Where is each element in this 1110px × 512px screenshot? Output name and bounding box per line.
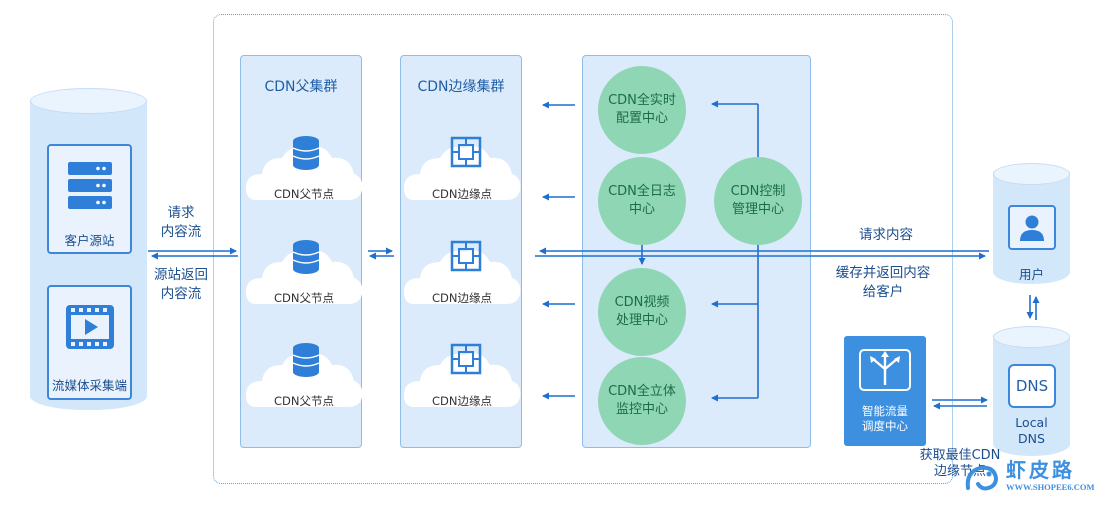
- edge-node: CDN边缘点: [402, 335, 522, 417]
- center-line-2: 监控中心: [615, 402, 668, 417]
- center-line-1: CDN全实时: [608, 93, 676, 108]
- local-dns-line-2: DNS: [1018, 431, 1045, 446]
- stream-capture-tile: 流媒体采集端: [47, 285, 132, 400]
- log-center: CDN全日志中心: [598, 157, 686, 245]
- cache-return-label: 缓存并返回内容 给客户: [818, 264, 948, 302]
- parent-node: CDN父节点: [244, 128, 364, 210]
- center-line-2: 处理中心: [615, 313, 668, 328]
- scheduler-label: 智能流量 调度中心: [844, 404, 926, 434]
- stream-capture-label: 流媒体采集端: [51, 378, 127, 393]
- dns-icon-text: DNS: [1015, 377, 1049, 395]
- request-line-2: 内容流: [160, 224, 202, 240]
- request-content-flow-label: 请求 内容流: [150, 204, 212, 242]
- cloud-database-icon: [246, 136, 363, 200]
- best-edge-line-2: 边缘节点: [933, 464, 986, 479]
- video-player-icon: [66, 305, 114, 349]
- edge-node-label: CDN边缘点: [432, 394, 492, 408]
- center-line-1: CDN全立体: [608, 384, 676, 399]
- center-line-1: CDN控制: [730, 184, 786, 199]
- cloud-edge-icon: [404, 343, 521, 407]
- edge-node: CDN边缘点: [402, 232, 522, 314]
- parent-node-label: CDN父节点: [274, 394, 334, 408]
- user-icon: [1020, 215, 1044, 241]
- request-line-1: 请求: [167, 205, 195, 221]
- parent-cluster-title: CDN父集群: [264, 79, 338, 95]
- scheduler-line-2: 调度中心: [862, 419, 908, 433]
- cache-return-line-1: 缓存并返回内容: [835, 265, 931, 281]
- user-label: 用户: [1018, 267, 1044, 282]
- dns-cylinder-top: [993, 326, 1070, 348]
- origin-cylinder-top: [30, 88, 147, 114]
- realtime-config-center: CDN全实时配置中心: [598, 66, 686, 154]
- cdn-system-frame: [213, 14, 953, 484]
- origin-server-label: 客户源站: [64, 233, 115, 248]
- user-cylinder-top: [993, 163, 1070, 185]
- local-dns-line-1: Local: [1015, 415, 1048, 430]
- dns-icon: DNS: [1008, 364, 1056, 408]
- center-line-2: 配置中心: [615, 111, 668, 126]
- cloud-edge-icon: [404, 240, 521, 304]
- scheduler-line-1: 智能流量: [862, 404, 908, 418]
- edge-node-label: CDN边缘点: [432, 187, 492, 201]
- monitoring-center: CDN全立体监控中心: [598, 357, 686, 445]
- video-processing-center: CDN视频处理中心: [598, 268, 686, 356]
- routing-arrows-icon: [859, 349, 911, 391]
- center-line-1: CDN全日志: [608, 184, 676, 199]
- return-line-1: 源站返回: [154, 267, 208, 283]
- traffic-scheduler-box: 智能流量 调度中心: [844, 336, 926, 446]
- origin-server-tile: 客户源站: [47, 144, 132, 254]
- local-dns-label: Local DNS: [993, 415, 1070, 447]
- server-icon: [68, 162, 112, 209]
- cloud-edge-icon: [404, 136, 521, 200]
- edge-cluster-title: CDN边缘集群: [417, 79, 505, 95]
- parent-node: CDN父节点: [244, 335, 364, 417]
- return-line-2: 内容流: [160, 286, 202, 302]
- parent-node-label: CDN父节点: [274, 291, 334, 305]
- best-edge-line-1: 获取最佳CDN: [919, 448, 1001, 463]
- center-line-1: CDN视频: [614, 295, 670, 310]
- center-line-2: 管理中心: [731, 202, 784, 217]
- parent-node: CDN父节点: [244, 232, 364, 314]
- request-content-label: 请求内容: [859, 227, 913, 243]
- control-management-center: CDN控制管理中心: [714, 157, 802, 245]
- parent-node-label: CDN父节点: [274, 187, 334, 201]
- cloud-database-icon: [246, 240, 363, 304]
- edge-node-label: CDN边缘点: [432, 291, 492, 305]
- center-line-2: 中心: [628, 202, 655, 217]
- watermark-brand: 虾皮路: [1006, 458, 1075, 482]
- edge-node: CDN边缘点: [402, 128, 522, 210]
- cache-return-line-2: 给客户: [862, 284, 904, 300]
- origin-return-flow-label: 源站返回 内容流: [146, 266, 216, 304]
- watermark-url: WWW.SHOPEE6.COM: [1006, 482, 1095, 492]
- shrimp-logo-icon: [965, 465, 999, 491]
- user-tile: [1008, 205, 1056, 250]
- cloud-database-icon: [246, 343, 363, 407]
- best-edge-node-label: 获取最佳CDN 边缘节点: [908, 448, 1012, 480]
